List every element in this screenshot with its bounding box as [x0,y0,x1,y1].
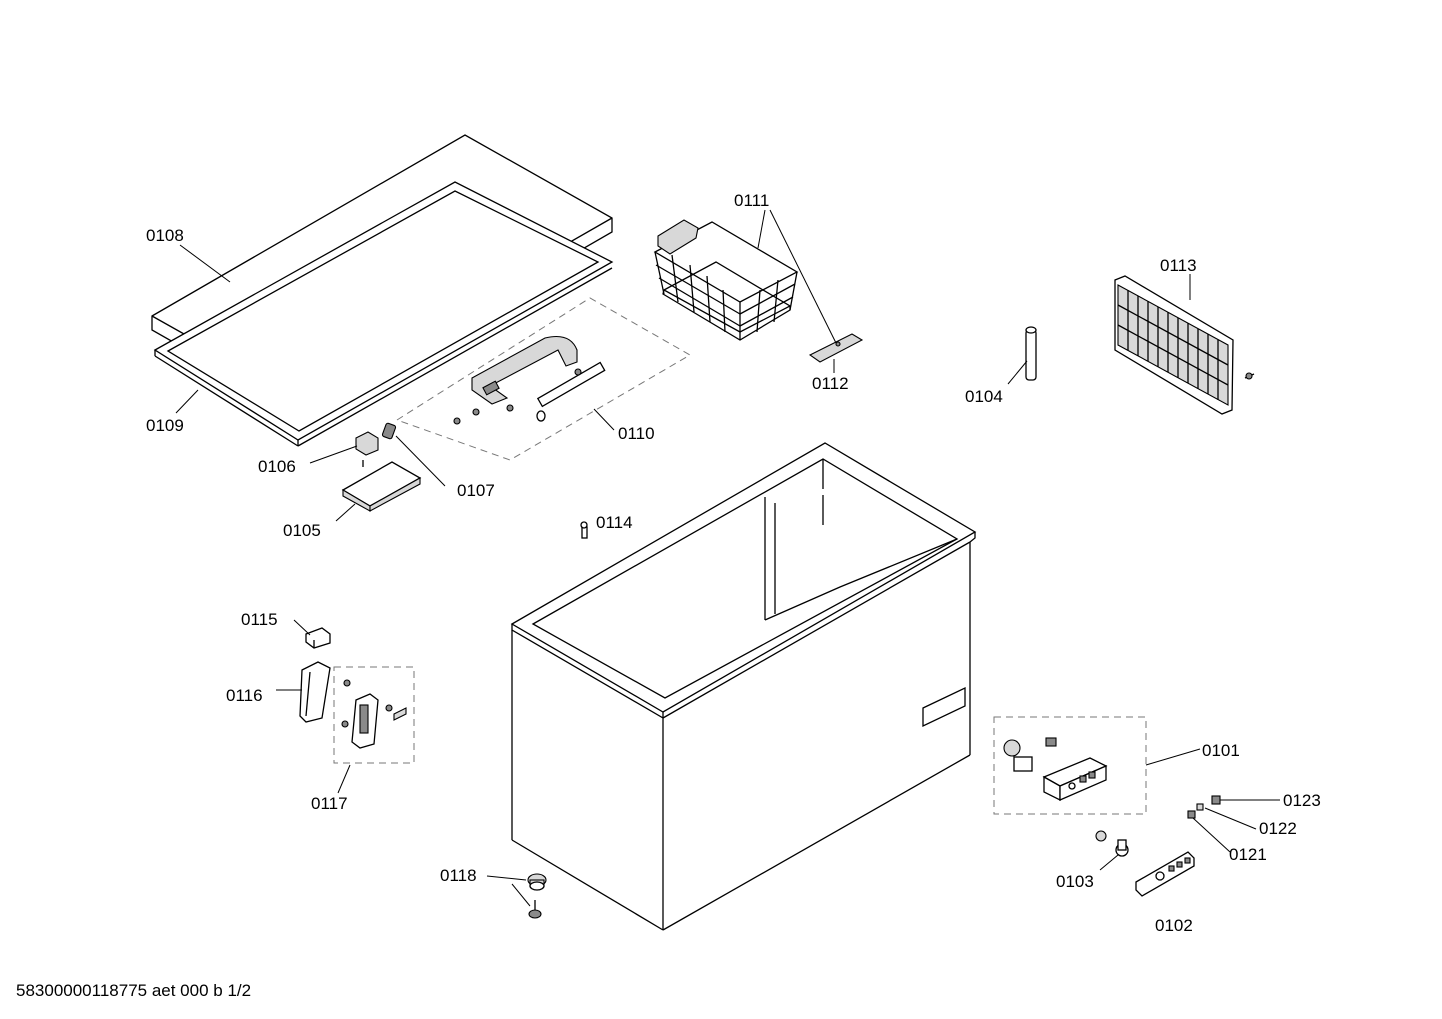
label-0123: 0123 [1283,791,1321,810]
label-0105: 0105 [283,521,321,540]
label-0101: 0101 [1202,741,1240,760]
label-0104: 0104 [965,387,1003,406]
label-0114: 0114 [596,513,633,532]
label-0110: 0110 [618,424,655,443]
label-0117: 0117 [311,794,348,813]
control-assembly-part[interactable] [993,716,1147,815]
latch-block-part[interactable] [355,431,379,467]
control-panel-part[interactable] [1135,851,1195,897]
label-0106: 0106 [258,457,296,476]
handle-assembly-part[interactable] [395,297,692,461]
label-0107: 0107 [457,481,495,500]
label-0122: 0122 [1259,819,1297,838]
latch-spring-part[interactable] [381,422,397,440]
wire-basket-part[interactable] [653,219,799,341]
basket-divider-part[interactable] [808,333,864,363]
small-pin-part[interactable] [580,521,588,539]
label-0118: 0118 [440,866,477,885]
label-0112: 0112 [812,374,849,393]
cabinet-body [510,442,977,931]
document-code: 58300000118775 aet 000 b 1/2 [16,981,252,1000]
hinge-cover-part[interactable] [299,661,331,723]
label-0111: 0111 [734,191,769,210]
label-0116: 0116 [226,686,263,705]
label-0121: 0121 [1229,845,1267,864]
label-0108: 0108 [146,226,184,245]
part-labels: 0108 0109 0106 0107 0105 0110 0111 0112 … [146,191,1321,935]
indicator-lamps-part[interactable] [1187,795,1221,819]
hinge-assembly-part[interactable] [333,666,415,764]
lid-gasket-part[interactable] [153,181,614,447]
drier-part[interactable] [1025,326,1037,381]
label-0102: 0102 [1155,916,1193,935]
label-0115: 0115 [241,610,278,629]
label-0103: 0103 [1056,872,1094,891]
knob-part[interactable] [1095,830,1129,857]
condenser-grille-part[interactable] [1114,275,1255,415]
label-0109: 0109 [146,416,184,435]
label-0113: 0113 [1160,256,1197,275]
tray-part[interactable] [341,461,422,512]
hinge-clip-part[interactable] [305,627,331,649]
foot-part[interactable] [527,873,547,919]
leader-lines [175,209,1280,907]
